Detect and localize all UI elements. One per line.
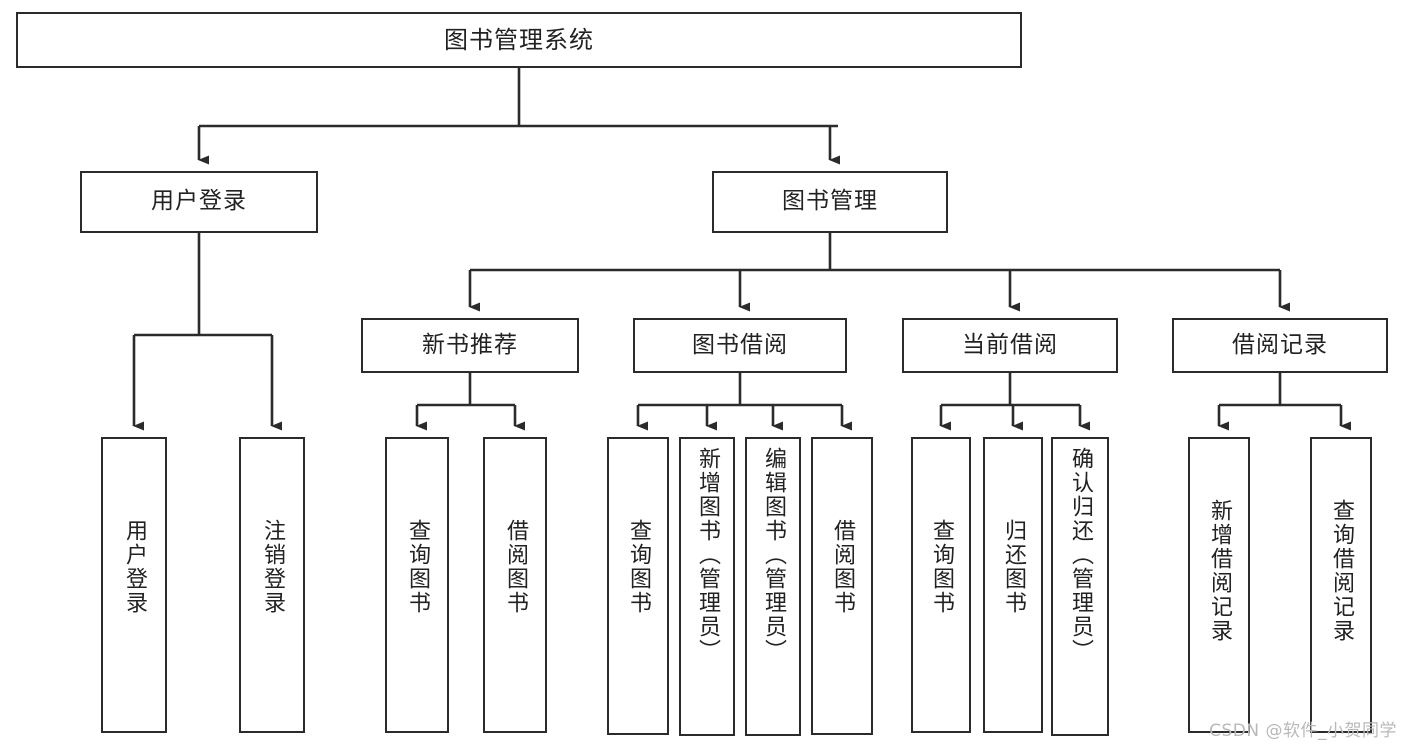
watermark: CSDN @软件_小贺同学 (1209, 721, 1397, 741)
leaf-return-book-label: 归还图书 (1000, 519, 1026, 615)
leaf-query-book-current-label: 查询图书 (928, 519, 954, 615)
leaf-add-book-admin-label: 新增图书（管理员） (694, 447, 720, 663)
leaf-borrow-book[interactable]: 借阅图书 (811, 437, 873, 735)
node-current-borrow[interactable]: 当前借阅 (902, 318, 1118, 373)
node-user-login[interactable]: 用户登录 (80, 171, 318, 233)
node-root[interactable]: 图书管理系统 (16, 12, 1022, 68)
node-borrow-record-label: 借阅记录 (1232, 331, 1328, 358)
leaf-logout[interactable]: 注销登录 (239, 437, 305, 733)
leaf-confirm-return-admin-label: 确认归还（管理员） (1067, 447, 1093, 663)
leaf-query-book-borrow[interactable]: 查询图书 (607, 437, 669, 735)
leaf-query-borrow-record-label: 查询借阅记录 (1328, 499, 1354, 643)
node-book-management[interactable]: 图书管理 (712, 171, 948, 233)
node-book-borrow-label: 图书借阅 (692, 331, 788, 358)
leaf-borrow-book-recommend-label: 借阅图书 (502, 519, 528, 615)
leaf-query-book-recommend-label: 查询图书 (404, 519, 430, 615)
node-new-book-recommend[interactable]: 新书推荐 (361, 318, 579, 373)
node-borrow-record[interactable]: 借阅记录 (1172, 318, 1388, 373)
node-book-management-label: 图书管理 (782, 188, 878, 215)
leaf-user-login[interactable]: 用户登录 (101, 437, 167, 733)
leaf-edit-book-admin[interactable]: 编辑图书（管理员） (745, 437, 801, 736)
node-book-borrow[interactable]: 图书借阅 (633, 318, 847, 373)
leaf-query-book-current[interactable]: 查询图书 (911, 437, 971, 733)
leaf-add-borrow-record[interactable]: 新增借阅记录 (1188, 437, 1250, 733)
leaf-user-login-label: 用户登录 (121, 519, 147, 615)
leaf-return-book[interactable]: 归还图书 (983, 437, 1043, 733)
leaf-confirm-return-admin[interactable]: 确认归还（管理员） (1051, 437, 1109, 736)
node-current-borrow-label: 当前借阅 (962, 331, 1058, 358)
node-user-login-label: 用户登录 (151, 188, 247, 215)
leaf-borrow-book-label: 借阅图书 (829, 519, 855, 615)
leaf-edit-book-admin-label: 编辑图书（管理员） (760, 447, 786, 663)
leaf-add-borrow-record-label: 新增借阅记录 (1206, 499, 1232, 643)
leaf-query-borrow-record[interactable]: 查询借阅记录 (1310, 437, 1372, 733)
node-root-label: 图书管理系统 (444, 25, 594, 54)
leaf-query-book-borrow-label: 查询图书 (625, 519, 651, 615)
leaf-logout-label: 注销登录 (259, 519, 285, 615)
leaf-borrow-book-recommend[interactable]: 借阅图书 (483, 437, 547, 733)
leaf-query-book-recommend[interactable]: 查询图书 (385, 437, 449, 733)
leaf-add-book-admin[interactable]: 新增图书（管理员） (679, 437, 735, 736)
node-new-book-recommend-label: 新书推荐 (422, 331, 518, 358)
